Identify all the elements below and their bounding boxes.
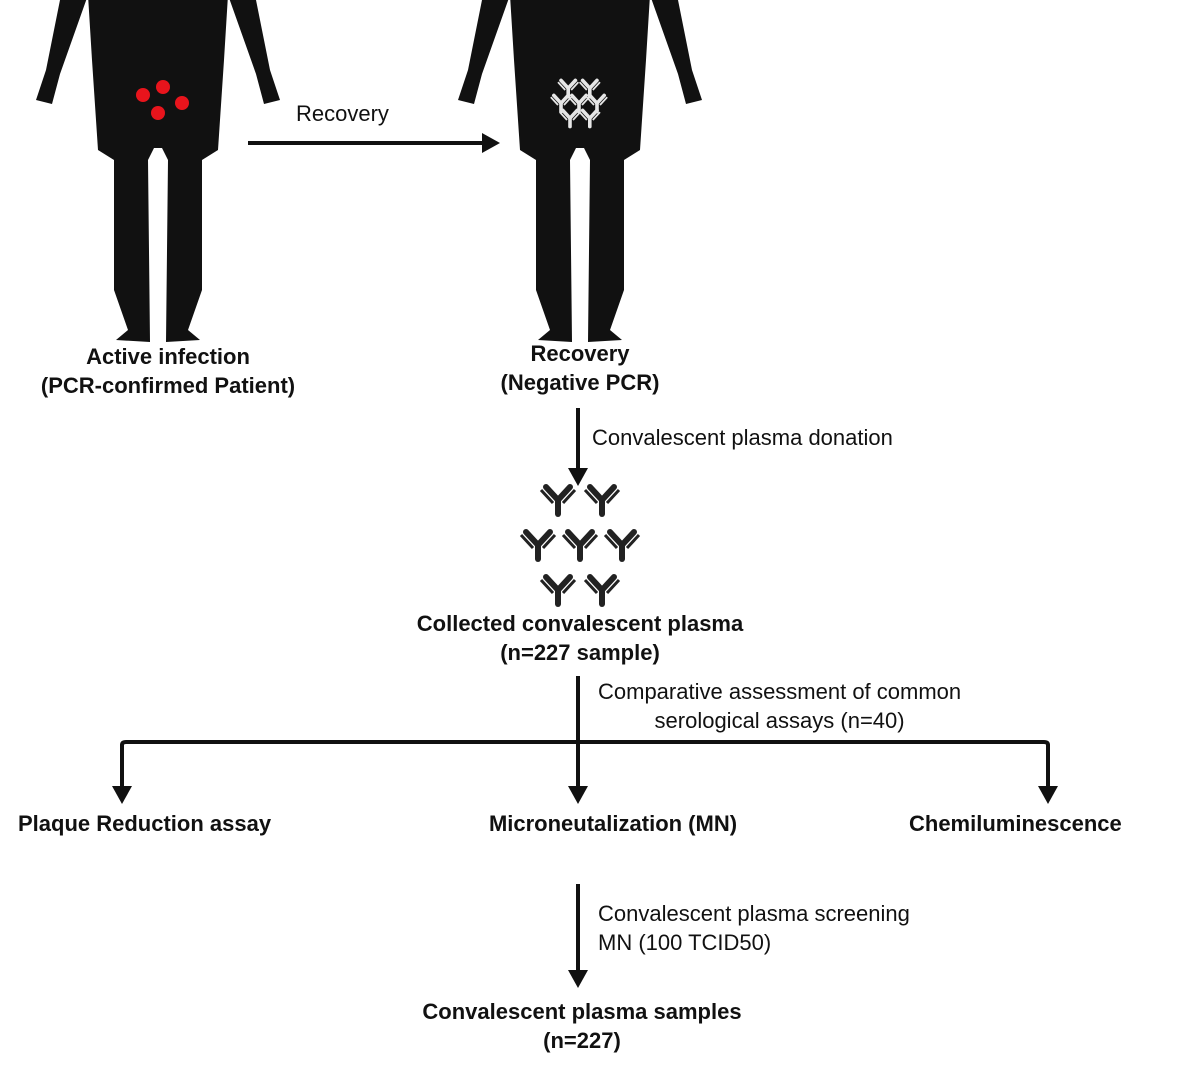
donation-label: Convalescent plasma donation [592, 425, 893, 450]
chemiluminescence-label: Chemiluminescence [909, 811, 1122, 836]
active-infection-title: Active infection [86, 344, 250, 369]
virus-particles-icon [136, 80, 189, 120]
plaque-reduction-label: Plaque Reduction assay [18, 811, 272, 836]
screening-line1: Convalescent plasma screening [598, 901, 910, 926]
comparative-assessment-label: Comparative assessment of common serolog… [598, 678, 961, 735]
screening-line2: MN (100 TCID50) [598, 929, 772, 955]
comparative-assessment-line1: Comparative assessment of common [598, 679, 962, 704]
assessment-left-arrow-head [112, 786, 132, 804]
recovery-label: Recovery (Negative PCR) [501, 340, 660, 397]
active-infection-subtitle: (PCR-confirmed Patient) [40, 372, 296, 398]
infected-patient-figure [36, 0, 280, 342]
recovery-subtitle: (Negative PCR) [500, 369, 660, 395]
final-samples-label: Convalescent plasma samples (n=227) [422, 998, 741, 1055]
recovery-title: Recovery [530, 341, 630, 366]
convalescent-plasma-antibodies-icon [521, 487, 639, 604]
assessment-right-arrow-head [1038, 786, 1058, 804]
microneutralization-label: Microneutalization (MN) [488, 811, 738, 836]
active-infection-label: Active infection (PCR-confirmed Patient) [41, 343, 295, 400]
collected-plasma-label: Collected convalescent plasma (n=227 sam… [417, 610, 743, 667]
recovery-arrow-label: Recovery [296, 101, 389, 126]
assessment-branch-line [120, 740, 1050, 788]
donation-arrow-head [568, 468, 588, 486]
assessment-center-arrow-head [568, 786, 588, 804]
final-samples-title: Convalescent plasma samples [422, 999, 742, 1024]
collected-plasma-title: Collected convalescent plasma [416, 611, 744, 636]
screening-arrow-head [568, 970, 588, 988]
recovery-arrow-head [482, 133, 500, 153]
comparative-assessment-line2: serological assays (n=40) [654, 707, 905, 733]
collected-plasma-count: (n=227 sample) [500, 639, 660, 665]
recovered-patient-figure [458, 0, 702, 342]
screening-label: Convalescent plasma screening MN (100 TC… [598, 900, 910, 957]
final-samples-count: (n=227) [543, 1027, 621, 1053]
